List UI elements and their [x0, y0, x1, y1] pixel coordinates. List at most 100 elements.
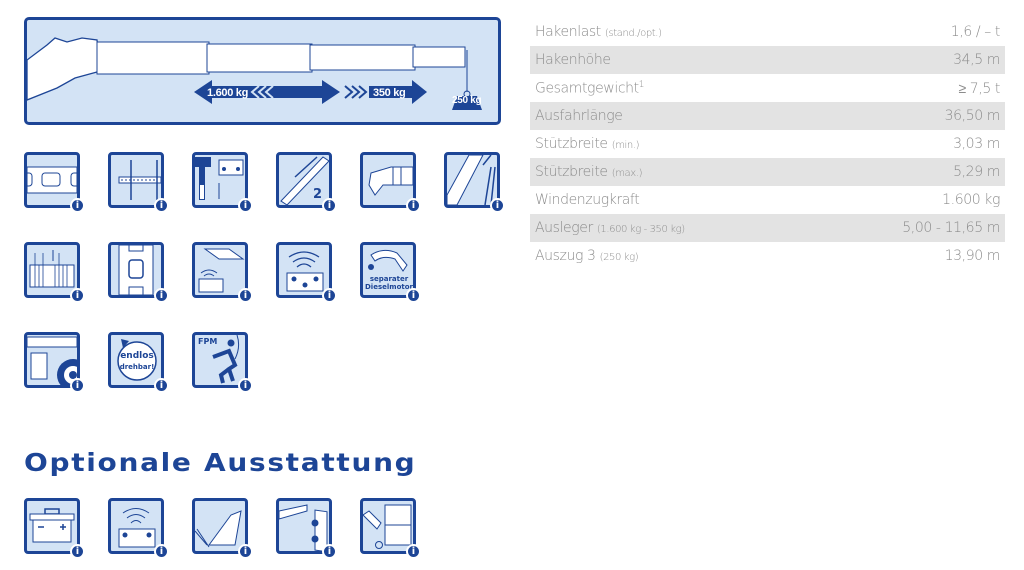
optional-battery[interactable]: i	[24, 498, 85, 559]
rotation-arrow-icon	[117, 339, 157, 381]
radio-remote-icon	[118, 508, 156, 548]
chassis-frame-icon	[27, 166, 77, 194]
spec-note: (stand./opt.)	[604, 28, 662, 39]
spec-row: Auszug 3 (250 kg) 13,90 m	[530, 242, 1005, 270]
feature-remote-display[interactable]: i	[192, 242, 253, 303]
harness-person-icon	[212, 335, 240, 384]
hook-load-label: 250 kg	[452, 95, 482, 106]
boom-joint-icon	[368, 166, 413, 196]
spec-row: Stützbreite (min.) 3,03 m	[530, 130, 1005, 158]
spec-value: 5,29 m	[953, 164, 1000, 180]
spec-value: 13,90 m	[944, 248, 1001, 264]
spec-note: (max.)	[611, 168, 643, 179]
spec-label: Hakenhöhe	[535, 52, 611, 68]
spec-label: Hakenlast	[535, 24, 601, 40]
spec-row: Stützbreite (max.) 5,29 m	[530, 158, 1005, 186]
spec-note: (min.)	[611, 140, 640, 151]
feature-fall-protection[interactable]: FPM i	[192, 332, 253, 393]
spec-label: Stützbreite	[535, 164, 608, 180]
window-cart-icon	[363, 504, 412, 549]
feature-remote-outrigger[interactable]: i	[192, 152, 253, 213]
spec-note: (250 kg)	[599, 252, 639, 263]
info-icon[interactable]: i	[70, 198, 85, 213]
info-icon[interactable]: i	[406, 288, 421, 303]
spec-row: Ausfahrlänge 36,50 m	[530, 102, 1005, 130]
work-platform-icon	[195, 510, 242, 548]
spec-value: 1.600 kg	[942, 192, 1000, 208]
info-icon[interactable]: i	[70, 288, 85, 303]
remote-display-icon	[198, 248, 245, 293]
spec-row: Hakenlast (stand./opt.) 1,6 / – t	[530, 18, 1005, 46]
crane-boom-illustration	[27, 37, 482, 110]
feature-telescopic-boom[interactable]: 2 i	[276, 152, 337, 213]
spec-label: Windenzugkraft	[535, 192, 640, 208]
spec-label: Auszug 3	[535, 248, 596, 264]
feature-outrigger-beam[interactable]: i	[108, 152, 169, 213]
info-icon[interactable]: i	[154, 198, 169, 213]
info-icon[interactable]: i	[154, 288, 169, 303]
right-load-label: 350 kg	[373, 87, 406, 99]
info-icon[interactable]: i	[406, 198, 421, 213]
info-icon[interactable]: i	[70, 378, 85, 393]
info-icon[interactable]: i	[238, 288, 253, 303]
info-icon[interactable]: i	[490, 198, 505, 213]
spec-value: 1,6 / – t	[950, 24, 1001, 40]
crane-reach-diagram: 1.600 kg 350 kg 250 kg	[24, 17, 501, 125]
optional-window-cart[interactable]: i	[360, 498, 421, 559]
spec-value: 36,50 m	[944, 108, 1001, 124]
vehicle-wheel-icon	[27, 336, 77, 385]
info-icon[interactable]: i	[154, 544, 169, 559]
track-icon	[118, 245, 154, 295]
feature-boom-cylinder[interactable]: i	[444, 152, 505, 213]
remote-outrigger-icon	[195, 157, 244, 200]
endless-label-line2: drehbar!	[119, 363, 155, 371]
spec-row: Gesamtgewicht1 ≥ 7,5 t	[530, 74, 1005, 102]
info-icon[interactable]: i	[238, 198, 253, 213]
spec-table: Hakenlast (stand./opt.) 1,6 / – t Hakenhö…	[530, 18, 1005, 270]
info-icon[interactable]: i	[238, 544, 253, 559]
info-icon[interactable]: i	[238, 378, 253, 393]
optional-radio-remote[interactable]: i	[108, 498, 169, 559]
diesel-label-line1: separater	[369, 275, 409, 283]
feature-support-plate[interactable]: i	[24, 242, 85, 303]
info-icon[interactable]: i	[322, 198, 337, 213]
info-icon[interactable]: i	[322, 544, 337, 559]
outrigger-beam-icon	[118, 160, 161, 200]
feature-vehicle-steps[interactable]: i	[24, 332, 85, 393]
support-plate-icon	[29, 250, 75, 288]
endless-label-line1: endlos	[120, 351, 154, 361]
fuel-nozzle-icon	[368, 249, 408, 272]
info-icon[interactable]: i	[70, 544, 85, 559]
battery-icon	[29, 508, 75, 543]
spec-value: ≥ 7,5 t	[958, 80, 1000, 97]
feature-radio-remote[interactable]: i	[276, 242, 337, 303]
footnote-marker: 1	[638, 79, 645, 90]
telescopic-boom-icon	[280, 156, 329, 205]
feature-endless-rotation[interactable]: endlos drehbar! i	[108, 332, 169, 393]
spec-row: Windenzugkraft 1.600 kg	[530, 186, 1005, 214]
spec-label: Stützbreite	[535, 136, 608, 152]
spec-label: Gesamtgewicht	[535, 80, 639, 97]
spec-row: Ausleger (1.600 kg - 350 kg) 5,00 - 11,65…	[530, 214, 1005, 242]
boom-cylinder-icon	[447, 155, 496, 205]
info-icon[interactable]: i	[322, 288, 337, 303]
feature-boom-joint[interactable]: i	[360, 152, 421, 213]
boom-sections-label: 2	[313, 187, 323, 202]
radio-remote-icon	[286, 251, 324, 292]
spec-value: 3,03 m	[953, 136, 1000, 152]
info-icon[interactable]: i	[154, 378, 169, 393]
optional-glass-suction[interactable]: i	[276, 498, 337, 559]
spec-label: Ausleger	[535, 220, 593, 236]
optional-work-platform[interactable]: i	[192, 498, 253, 559]
vacuum-lifter-icon	[279, 504, 328, 551]
info-icon[interactable]: i	[406, 544, 421, 559]
optional-equipment-heading: Optionale Ausstattung	[24, 448, 417, 477]
spec-label: Ausfahrlänge	[535, 108, 623, 124]
feature-track[interactable]: i	[108, 242, 169, 303]
feature-chassis-frame[interactable]: i	[24, 152, 85, 213]
spec-value: 5,00 - 11,65 m	[902, 220, 1000, 236]
spec-note: (1.600 kg - 350 kg)	[596, 224, 685, 235]
left-load-label: 1.600 kg	[207, 87, 249, 99]
